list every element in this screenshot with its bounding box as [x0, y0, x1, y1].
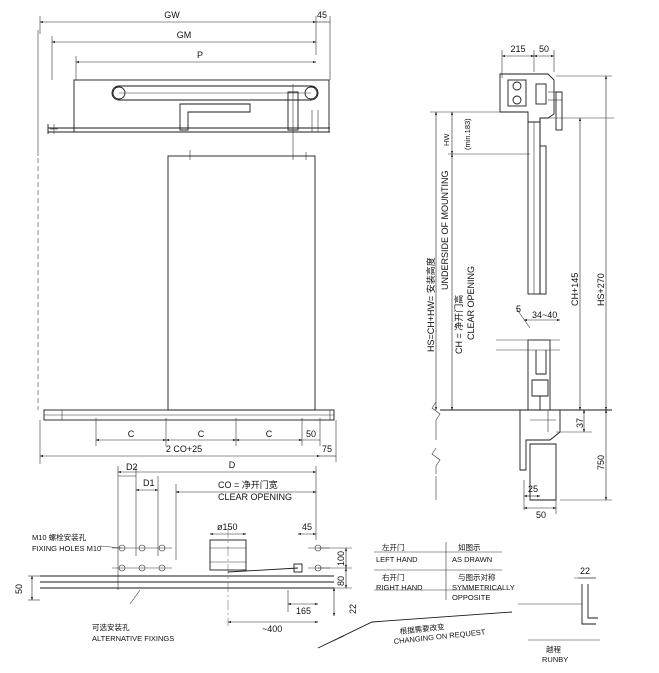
label-runby-cn: 越程 — [546, 644, 561, 654]
dim-45-top: 45 — [317, 10, 327, 20]
dim-75: 75 — [322, 444, 332, 454]
dim-ch: CH = 净开门高 — [453, 295, 464, 354]
legend-right-hand-en: RIGHT HAND — [376, 583, 423, 592]
dim-gm: GM — [177, 30, 192, 40]
dim-50-top-right: 50 — [539, 44, 549, 54]
dim-2co-25: 2 CO+25 — [166, 444, 202, 454]
dim-37: 37 — [575, 418, 585, 428]
dim-hw-min: (min.183) — [463, 118, 472, 150]
label-clear-opening-vertical: CLEAR OPENING — [466, 266, 476, 340]
legend-symmetric-cn: 与图示对称 — [458, 572, 496, 582]
dim-ch-145: CH+145 — [570, 273, 580, 306]
hand-legend: 左开门 LEFT HAND 如图示 AS DRAWN 右开门 RIGHT HAN… — [374, 542, 515, 602]
label-runby-en: RUNBY — [542, 655, 568, 664]
label-clear-opening: CLEAR OPENING — [218, 492, 292, 502]
side-section: 215 50 HW (min.183) HS=CH+HW= 安装高度 UNDER… — [425, 44, 614, 520]
legend-right-hand-cn: 右开门 — [382, 572, 405, 582]
label-fixing-en: FIXING HOLES M10 — [32, 544, 101, 553]
label-alt-cn: 可选安装孔 — [92, 622, 130, 632]
dim-750: 750 — [596, 455, 606, 470]
legend-as-drawn-en: AS DRAWN — [452, 555, 492, 564]
dim-gw: GW — [164, 10, 180, 20]
dim-215: 215 — [510, 44, 525, 54]
legend-opposite-en: OPPOSITE — [452, 593, 490, 602]
dim-d1: D1 — [143, 478, 155, 488]
dim-80: 80 — [336, 576, 346, 586]
dim-co: CO = 净开门宽 — [218, 479, 278, 490]
fixing-holes — [112, 544, 330, 572]
dim-c-2: C — [198, 429, 205, 439]
dim-50-bottom-right: 50 — [536, 510, 546, 520]
legend-as-drawn-cn: 如图示 — [458, 542, 481, 552]
dim-25: 25 — [528, 484, 538, 494]
label-fixing-cn: M10 螺栓安装孔 — [32, 532, 87, 542]
dim-45-bottom: 45 — [302, 522, 312, 532]
label-alt-en: ALTERNATIVE FIXINGS — [92, 634, 174, 643]
dim-165: 165 — [296, 606, 311, 616]
dim-phi150: ø150 — [217, 522, 238, 532]
legend-left-hand-en: LEFT HAND — [376, 555, 418, 564]
dim-d2: D2 — [126, 462, 138, 472]
dim-50-c: 50 — [306, 429, 316, 439]
dim-50-left: 50 — [14, 584, 24, 594]
dim-d: D — [229, 460, 236, 470]
dim-hw: HW — [442, 133, 451, 146]
dim-hs-270: HS+270 — [596, 273, 606, 306]
dim-34-40: 34~40 — [532, 310, 557, 320]
dim-22-right: 22 — [580, 566, 590, 576]
dim-p: P — [197, 50, 203, 60]
dim-22-bottom: 22 — [348, 604, 358, 614]
dim-400: ~400 — [262, 624, 282, 634]
front-elevation: GW 45 GM P — [37, 10, 337, 464]
label-change-cn: 根据需要改变 — [399, 621, 445, 636]
dim-c-3: C — [266, 429, 273, 439]
label-underside: UNDERSIDE OF MOUNTING — [440, 170, 450, 290]
dim-5: 5 — [516, 304, 521, 314]
runby-detail: 22 越程 RUNBY — [518, 566, 600, 664]
legend-left-hand-cn: 左开门 — [382, 542, 405, 552]
legend-symmetric-en: SYMMETRICALLY — [452, 583, 515, 592]
plan-view: D D2 D1 CO = 净开门宽 CLEAR OPENING — [14, 460, 358, 643]
dim-hs: HS=CH+HW= 安装高度 — [425, 257, 436, 352]
dim-c-1: C — [128, 429, 135, 439]
dim-100: 100 — [336, 551, 346, 566]
changing-on-request: 根据需要改变 CHANGING ON REQUEST — [317, 611, 513, 649]
